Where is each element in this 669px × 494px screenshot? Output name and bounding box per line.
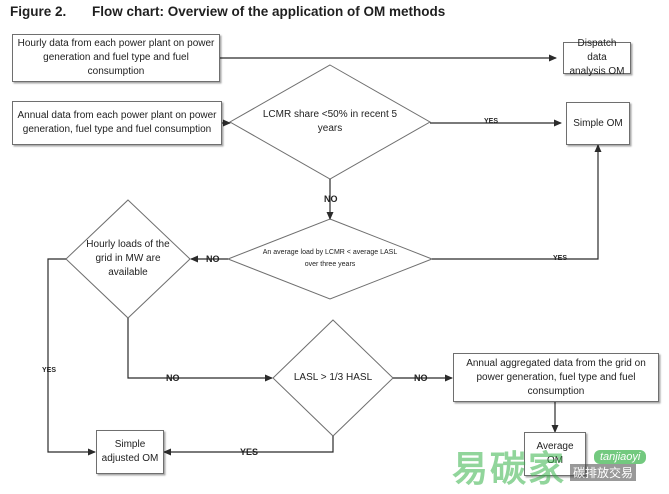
watermark-tag: tanjiaoyi [594,450,647,464]
figure-title: Flow chart: Overview of the application … [92,4,446,19]
label-hourly-yes: YES [42,367,57,374]
watermark-subtitle: 碳排放交易 [570,464,637,481]
box-annual-plant-data: Annual data from each power plant on pow… [12,101,222,145]
box-dispatch-om: Dispatch data analysis OM [563,38,631,77]
decision-hourly-loads-label: Hourly loads of the grid in MW are avail… [86,239,170,278]
decision-lcmr-label: LCMR share <50% in recent 5 years [262,109,398,134]
figure-number: Figure 2. [10,4,67,19]
arrow-hourly-no [127,318,273,382]
arrow-average-yes [432,144,602,260]
label-lcmr-yes: YES [484,118,499,125]
watermark-brand: 易碳家 [452,449,567,490]
label-average-yes: YES [553,255,568,262]
label-lcmr-no: NO [324,194,338,204]
decision-lasl-label: LASL > 1/3 HASL [293,372,373,383]
box-hourly-plant-data: Hourly data from each power plant on pow… [12,34,220,82]
box-simple-om: Simple OM [566,102,630,145]
label-hourly-no: NO [166,373,180,383]
box-annual-grid-data: Annual aggregated data from the grid on … [453,353,659,402]
label-average-no: NO [206,254,220,264]
label-lasl-no: NO [414,373,428,383]
box-simple-adjusted-om: Simple adjusted OM [96,430,164,474]
arrow-lasl-yes [163,436,334,456]
decision-average-load-label: An average load by LCMR < average LASL o… [262,249,398,268]
arrow-hourly-yes [47,258,96,456]
label-lasl-yes: YES [240,447,259,457]
decision-average-load-shape [226,218,434,300]
